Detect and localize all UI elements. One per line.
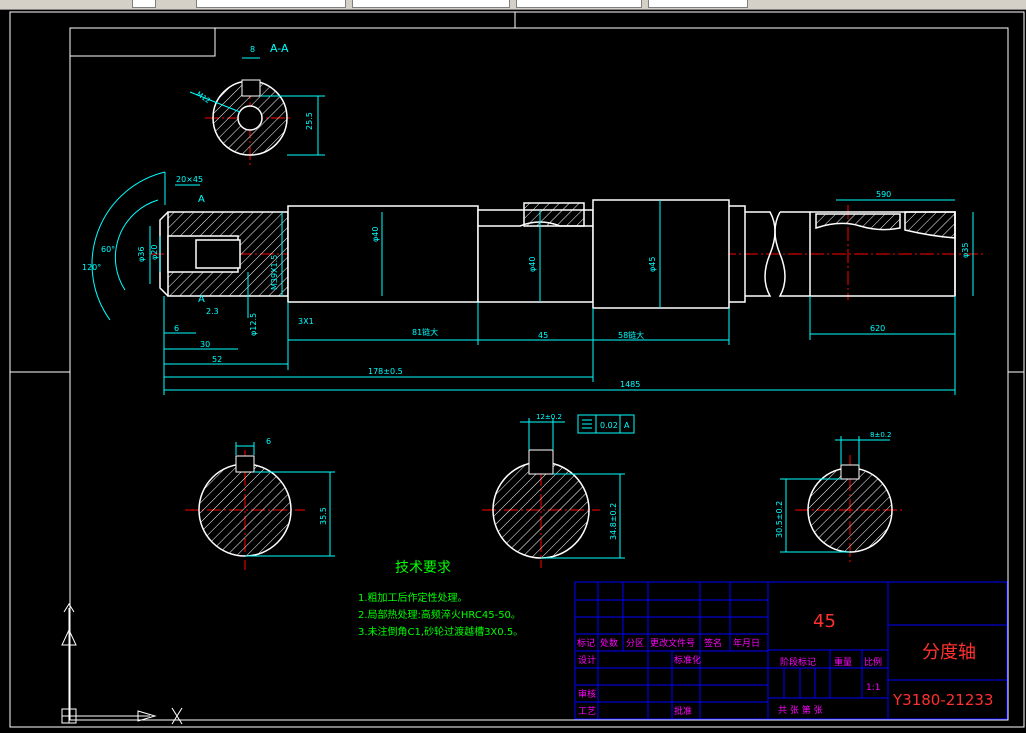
dim-keyway-a: 8 — [250, 45, 255, 54]
title-block-texts: 标记 处数 分区 更改文件号 签名 年月日 设计 标准化 审核 工艺 批准 阶段… — [577, 637, 882, 717]
dim-angle-120: 120° — [82, 263, 101, 272]
dim-len6: 6 — [174, 324, 179, 333]
ucs-icon[interactable] — [61, 603, 183, 725]
shaft-dimensions — [91, 171, 974, 395]
tb-hdr-sign: 签名 — [704, 637, 722, 649]
tb-standard: 标准化 — [674, 654, 701, 666]
title-block — [574, 581, 1008, 720]
dim-dia40a: φ40 — [371, 227, 380, 242]
keyway-section-3: 8±0.2 30.5±0.2 — [775, 431, 893, 553]
tb-check: 审核 — [578, 688, 596, 700]
dim-m39: M39X1.5 — [270, 255, 279, 290]
sheet-border — [9, 11, 1025, 728]
dim-kw3-depth: 30.5±0.2 — [775, 501, 784, 538]
dim-dia45: φ45 — [648, 257, 657, 272]
tb-process: 工艺 — [578, 706, 596, 717]
tech-note-2: 2.局部热处理:高频淬火HRC45-50。 — [358, 608, 521, 621]
dim-len590: 590 — [876, 190, 891, 199]
dim-dia40b: φ40 — [528, 257, 537, 272]
dim-groove: 3X1 — [298, 317, 314, 326]
tol-flatness: 0.02 — [600, 421, 618, 430]
dim-dia35: φ35 — [961, 243, 970, 258]
dim-depth-25: 25.5 — [305, 112, 314, 130]
dim-kw3: 8±0.2 — [870, 431, 891, 439]
cad-toolbar — [0, 0, 1026, 10]
dim-dia36: φ36 — [137, 247, 146, 262]
shaft-dim-texts: 20×45 60° 120° φ36 φ20 M39X1.5 φ12.5 3X1… — [82, 175, 970, 389]
toolbar-field-5[interactable] — [648, 0, 748, 8]
technical-notes: 技术要求 1.粗加工后作定性处理。 2.局部热处理:高频淬火HRC45-50。 … — [358, 560, 523, 638]
shaft-main-view — [159, 199, 956, 309]
dim-len52: 52 — [212, 355, 222, 364]
dim-len620: 620 — [870, 324, 885, 333]
drawing-canvas[interactable]: A-A 8 M12 25.5 — [0, 10, 1026, 729]
tb-drawing-no: Y3180-21233 — [892, 691, 993, 709]
tol-ref: A — [624, 421, 630, 430]
keyway-section-1: 6 35.5 — [198, 437, 335, 557]
dim-kw1: 6 — [266, 437, 271, 446]
tb-material: 45 — [813, 611, 836, 632]
tb-scale-label: 比例 — [864, 656, 882, 668]
dim-len23: 2.3 — [206, 307, 219, 316]
tb-stage: 阶段标记 — [780, 656, 816, 668]
cad-drawing: A-A 8 M12 25.5 — [9, 11, 1025, 728]
toolbar-field-2[interactable] — [196, 0, 346, 8]
tb-approve: 批准 — [674, 705, 692, 717]
keyway-section-2: 12±0.2 0.02 A 34.8±0.2 — [492, 413, 635, 559]
tb-hdr-date: 年月日 — [733, 637, 760, 649]
tb-hdr-mark: 标记 — [577, 637, 595, 649]
dim-dia20: φ20 — [150, 245, 159, 260]
dim-len30: 30 — [200, 340, 210, 349]
section-label: A-A — [270, 42, 289, 55]
dim-len81: 81链大 — [412, 327, 438, 337]
dim-chamfer: 20×45 — [176, 175, 203, 184]
dim-kw2: 12±0.2 — [536, 413, 562, 421]
toolbar-field-1[interactable] — [132, 0, 156, 8]
tb-weight: 重量 — [834, 656, 852, 668]
tb-hdr-doc: 更改文件号 — [650, 637, 695, 649]
tb-sheets: 共 张 第 张 — [778, 704, 823, 716]
tb-design: 设计 — [578, 654, 596, 666]
toolbar-field-4[interactable] — [516, 0, 642, 8]
tb-hdr-zone: 分区 — [626, 638, 644, 649]
section-marker-bottom: A — [198, 294, 205, 305]
tech-title: 技术要求 — [395, 560, 451, 576]
dim-len1485: 1485 — [620, 380, 640, 389]
tech-note-1: 1.粗加工后作定性处理。 — [358, 591, 468, 604]
tech-note-3: 3.未注倒角C1,砂轮过渡越槽3X0.5。 — [358, 625, 523, 638]
dim-kw2-depth: 34.8±0.2 — [609, 503, 618, 540]
dim-len178: 178±0.5 — [368, 367, 403, 376]
toolbar-field-3[interactable] — [352, 0, 510, 8]
dim-angle-60: 60° — [101, 245, 115, 254]
dim-len58: 58链大 — [618, 330, 644, 340]
section-marker-top: A — [198, 194, 205, 205]
dim-dia12: φ12.5 — [249, 313, 258, 336]
dim-len45: 45 — [538, 331, 548, 340]
tb-part-name: 分度轴 — [922, 642, 976, 663]
tb-scale: 1:1 — [866, 683, 880, 693]
section-view-aa: A-A 8 M12 25.5 — [189, 42, 325, 156]
dim-kw1-depth: 35.5 — [319, 507, 328, 525]
tb-hdr-count: 处数 — [600, 637, 618, 649]
